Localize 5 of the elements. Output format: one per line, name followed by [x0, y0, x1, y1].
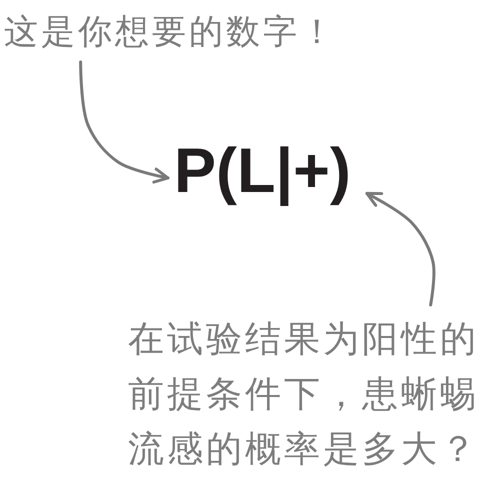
arrow — [79, 60, 170, 184]
arrow — [365, 192, 436, 306]
callout-text: 这是你想要的数字！ — [4, 10, 337, 54]
question-text: 在试验结果为阳性的前提条件下，患蜥蜴流感的概率是多大？ — [128, 312, 484, 477]
probability-formula: P(L|+) — [170, 136, 365, 206]
